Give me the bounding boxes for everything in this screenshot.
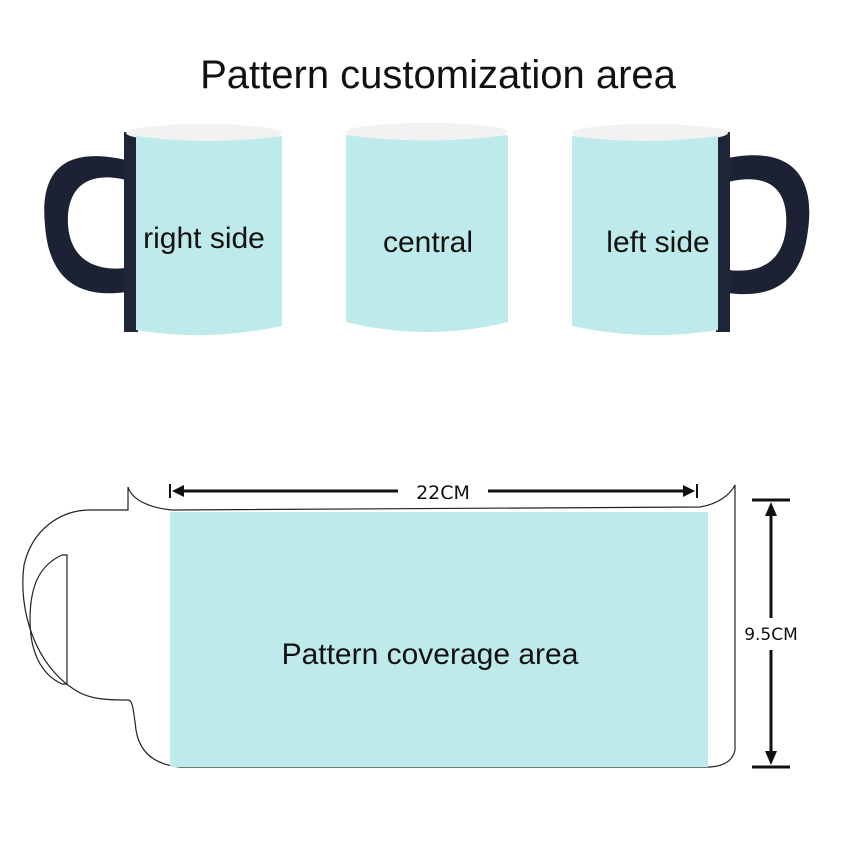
height-label: 9.5CM [744, 625, 798, 645]
mug-label: central [383, 226, 473, 259]
arrow-up-icon [765, 502, 777, 516]
arrow-left-icon [172, 485, 184, 497]
mug-left-side: left side [572, 124, 810, 336]
mug-outline [22, 484, 736, 768]
mug-dark-side [124, 132, 138, 332]
print-area [572, 136, 718, 336]
arrow-down-icon [765, 751, 777, 765]
mug-handle [728, 155, 810, 295]
mug-label: left side [606, 226, 709, 259]
mug-central: central [346, 123, 508, 332]
height-dimension: 9.5CM [744, 498, 798, 769]
page-title: Pattern customization area [200, 53, 677, 97]
width-label: 22CM [416, 482, 470, 504]
mug-rim [572, 124, 728, 142]
handle-inner-outline [29, 554, 68, 685]
print-area [136, 136, 282, 336]
mug-right-side: right side [44, 124, 282, 336]
mug-label: right side [143, 222, 265, 255]
arrow-right-icon [683, 485, 695, 497]
mug-dark-side [716, 132, 730, 332]
mug-rim [126, 124, 282, 142]
mug-rim [346, 123, 508, 141]
print-area [346, 135, 508, 332]
width-dimension: 22CM [169, 482, 698, 504]
pattern-coverage-area [170, 512, 708, 767]
mug-handle [44, 156, 126, 294]
unrolled-mug: Pattern coverage area [22, 484, 736, 768]
coverage-label: Pattern coverage area [282, 638, 579, 671]
